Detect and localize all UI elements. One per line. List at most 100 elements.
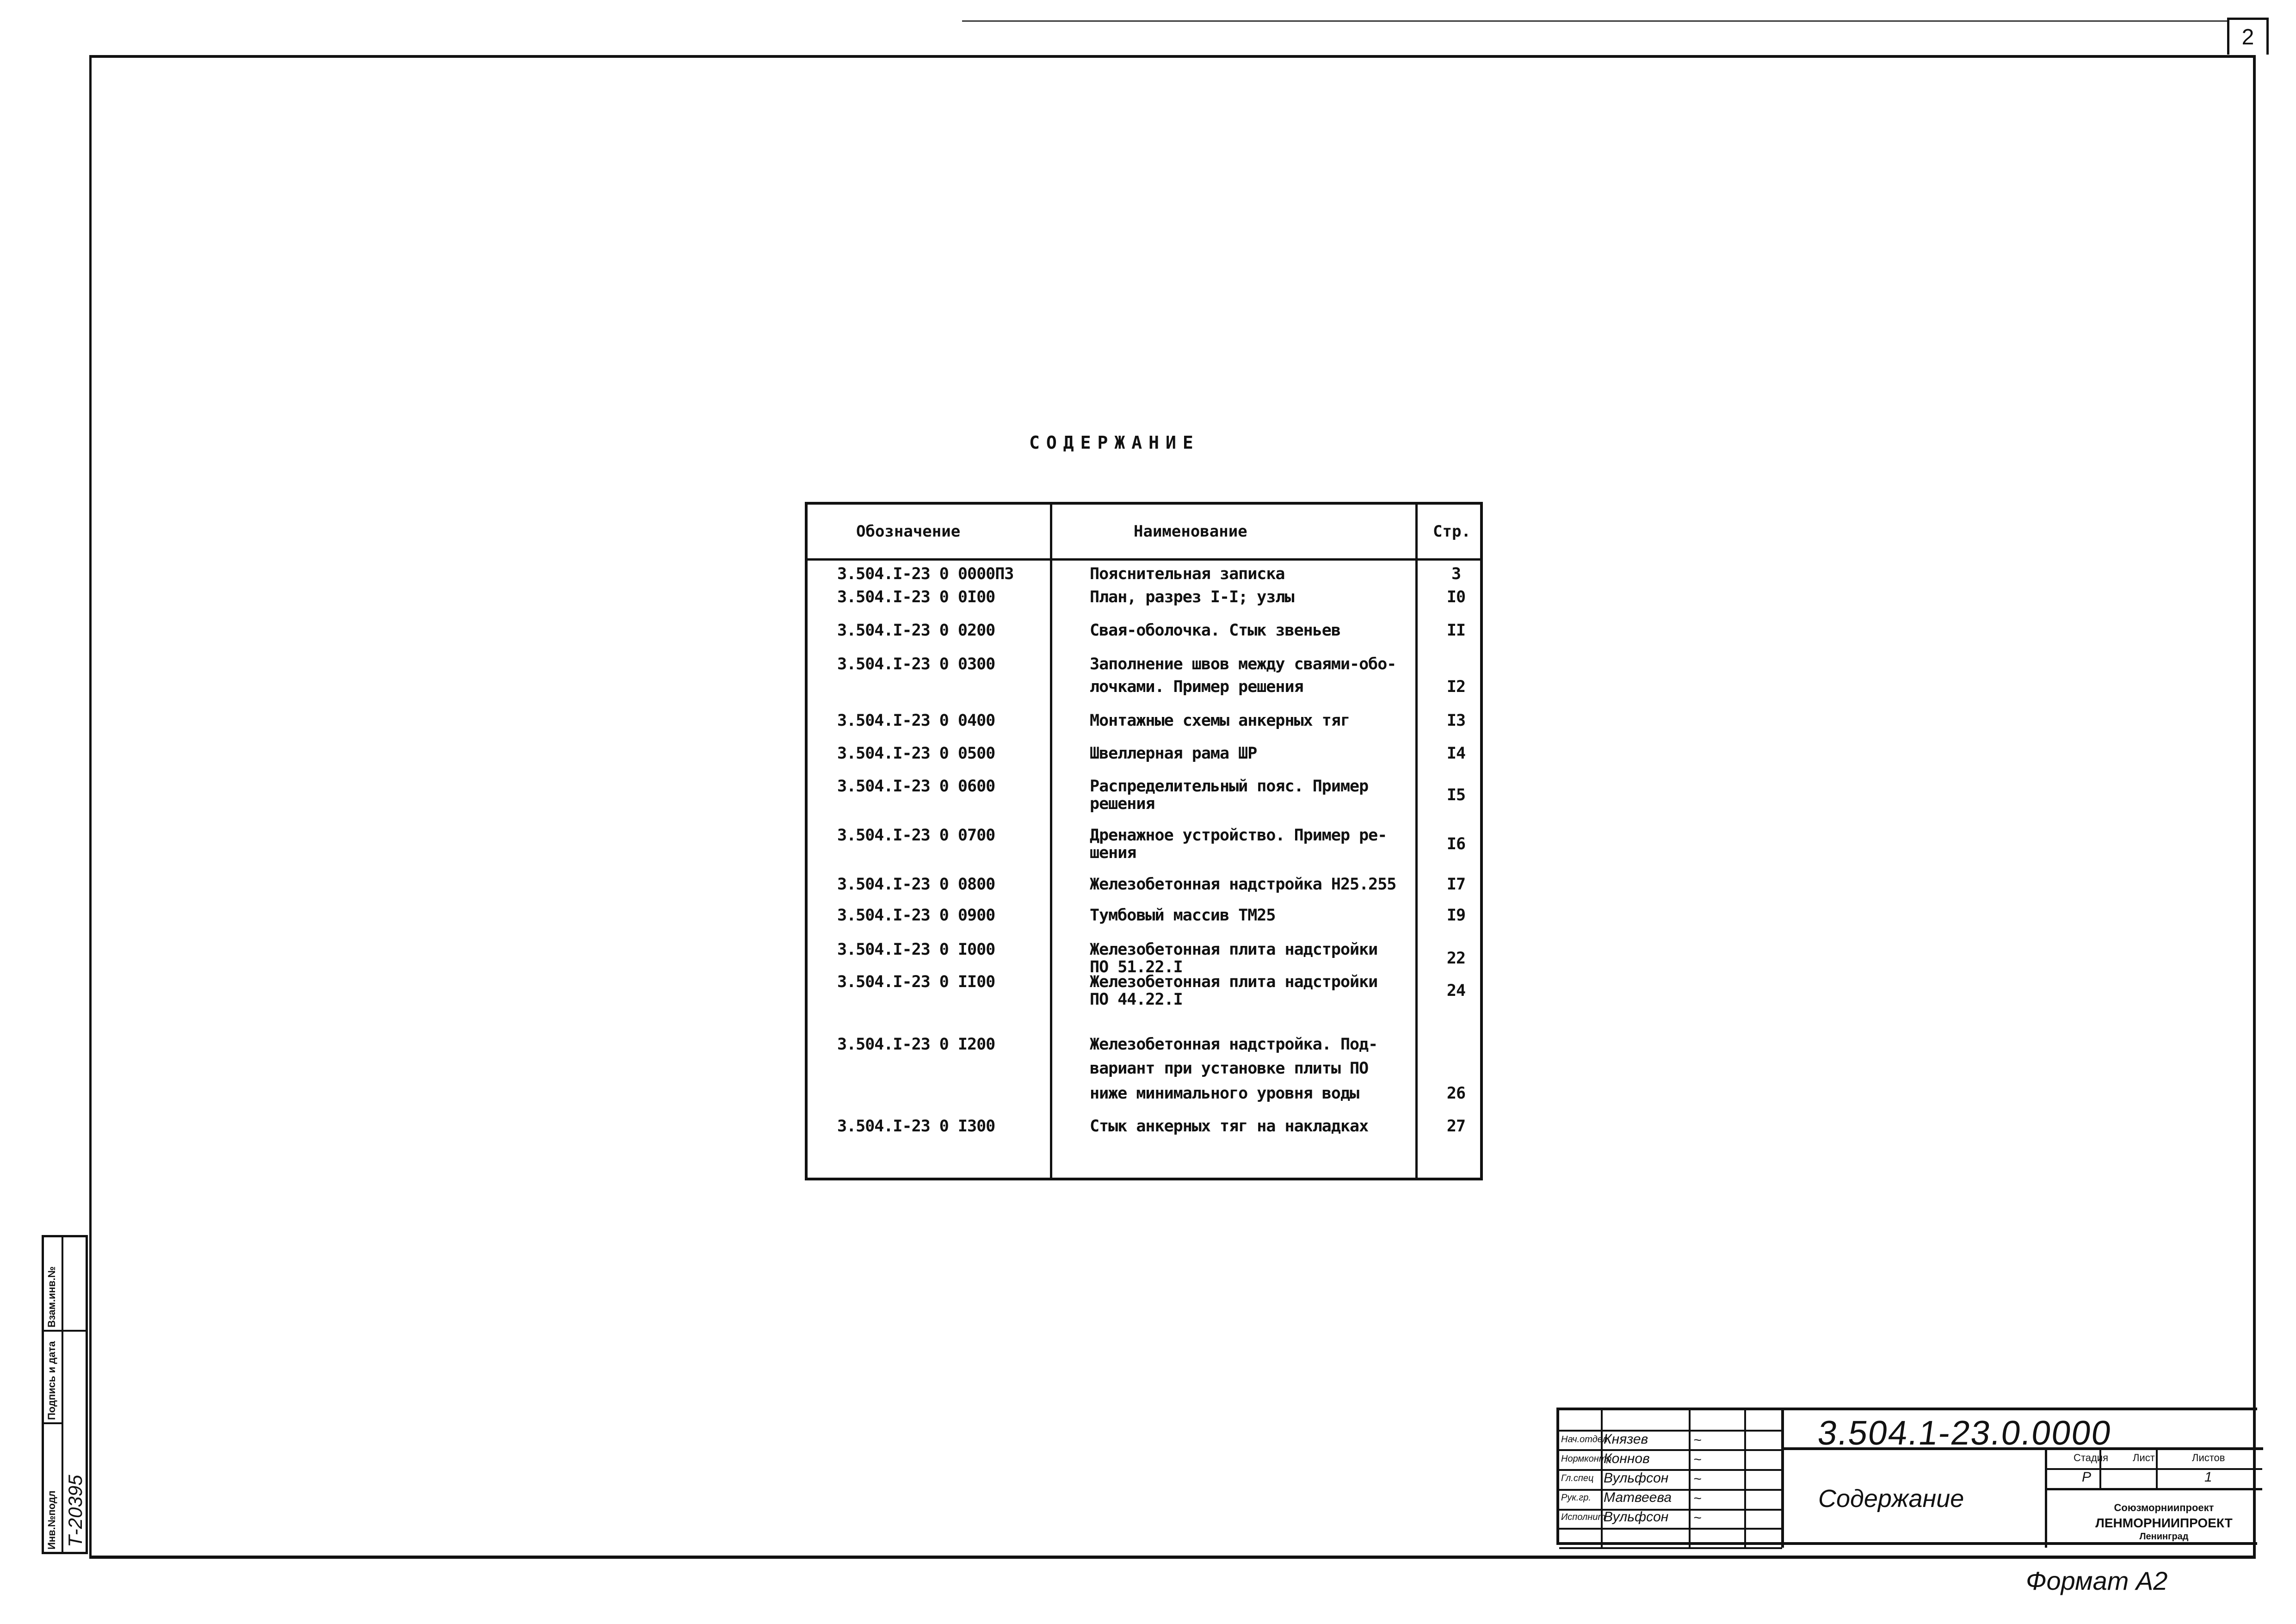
sheet-number: 2 bbox=[2227, 18, 2269, 55]
title-block-line bbox=[1689, 1410, 1691, 1548]
stamp-label-signature: Подпись и дата bbox=[46, 1341, 57, 1420]
title-block-line bbox=[2045, 1468, 2262, 1470]
title-block-line bbox=[1559, 1469, 1782, 1471]
row-designation: 3.504.I-23 0 0000ПЗ bbox=[837, 565, 1014, 583]
row-page: I9 bbox=[1446, 906, 1466, 925]
sheets-label: Листов bbox=[2192, 1452, 2225, 1463]
title-block-line bbox=[1744, 1410, 1746, 1548]
row-designation: 3.504.I-23 0 0500 bbox=[837, 744, 995, 763]
stage-label: Стадия bbox=[2074, 1452, 2108, 1463]
row-page: II bbox=[1446, 621, 1466, 640]
designation: 3.504.1-23.0.0000 bbox=[1815, 1414, 2115, 1452]
row-name-line: Распределительный пояс. Пример bbox=[1090, 777, 1369, 796]
row-designation: 3.504.I-23 0 I300 bbox=[837, 1117, 995, 1136]
header-name: Наименование bbox=[1134, 522, 1247, 541]
header-divider bbox=[808, 558, 1480, 561]
sheet-label: Лист bbox=[2133, 1452, 2155, 1463]
row-page: I6 bbox=[1446, 835, 1466, 853]
signer-name: Матвеева bbox=[1604, 1490, 1672, 1505]
title-block-line bbox=[2045, 1488, 2262, 1490]
title-block-line bbox=[1781, 1410, 1784, 1548]
signer-name: Коннов bbox=[1604, 1451, 1650, 1466]
sheet-title: Содержание bbox=[1818, 1485, 1964, 1513]
title-block-line bbox=[1559, 1449, 1782, 1451]
row-page: 27 bbox=[1446, 1117, 1466, 1136]
row-designation: 3.504.I-23 0 0800 bbox=[837, 875, 995, 894]
signer-role: Гл.спец bbox=[1561, 1473, 1594, 1483]
title-block-line bbox=[1559, 1547, 1782, 1549]
title-block-line bbox=[1559, 1528, 1782, 1530]
row-name-line: решения bbox=[1090, 795, 1155, 813]
stamp-label-inventory: Инв.№подл bbox=[46, 1490, 57, 1550]
row-name-line: ПО 44.22.I bbox=[1090, 990, 1183, 1009]
sheet-top-edge bbox=[962, 20, 2229, 22]
row-name-line: Швеллерная рама ШР bbox=[1090, 744, 1257, 763]
row-page: I4 bbox=[1446, 744, 1466, 763]
row-designation: 3.504.I-23 0 0I00 bbox=[837, 588, 995, 606]
title-block-line bbox=[1559, 1489, 1782, 1491]
signature-mark: ~ bbox=[1693, 1452, 1702, 1467]
signature-mark: ~ bbox=[1693, 1471, 1702, 1487]
row-page: 3 bbox=[1451, 565, 1461, 583]
row-name-line: Тумбовый массив ТМ25 bbox=[1090, 906, 1276, 925]
signer-name: Вульфсон bbox=[1604, 1470, 1669, 1486]
row-name-line: ПО 51.22.I bbox=[1090, 958, 1183, 976]
signer-role: Рук.гр. bbox=[1561, 1493, 1591, 1503]
row-page: I7 bbox=[1446, 875, 1466, 894]
row-designation: 3.504.I-23 0 0400 bbox=[837, 711, 995, 730]
title-block-line bbox=[1559, 1430, 1782, 1432]
header-designation: Обозначение bbox=[856, 522, 961, 541]
row-designation: 3.504.I-23 0 I000 bbox=[837, 940, 995, 959]
column-divider bbox=[1415, 505, 1418, 1178]
row-name-line: вариант при установке плиты ПО bbox=[1090, 1059, 1369, 1078]
row-designation: 3.504.I-23 0 I200 bbox=[837, 1035, 995, 1054]
title-block-line bbox=[2099, 1447, 2101, 1489]
row-page: 24 bbox=[1446, 982, 1466, 1000]
row-name-line: Заполнение швов между сваями-обо- bbox=[1090, 655, 1396, 673]
stage-value: Р bbox=[2082, 1470, 2092, 1485]
row-page: 22 bbox=[1446, 949, 1466, 968]
side-stamp: Инв.№подл Подпись и дата Взам.инв.№ Т-20… bbox=[42, 1235, 88, 1554]
row-name-line: План, разрез I-I; узлы bbox=[1090, 588, 1295, 606]
row-name-line: Пояснительная записка bbox=[1090, 565, 1285, 583]
row-name-line: Железобетонная плита надстройки bbox=[1090, 940, 1378, 959]
row-designation: 3.504.I-23 0 0200 bbox=[837, 621, 995, 640]
row-name-line: Железобетонная надстройка Н25.255 bbox=[1090, 875, 1396, 894]
row-name-line: Железобетонная плита надстройки bbox=[1090, 973, 1378, 991]
contents-table: Обозначение Наименование Стр. 3.504.I-23… bbox=[805, 502, 1483, 1180]
row-name-line: ниже минимального уровня воды bbox=[1090, 1084, 1359, 1103]
signer-role: Нормконтр bbox=[1561, 1454, 1612, 1464]
title-block-line bbox=[1782, 1447, 2263, 1450]
org-city: Ленинград bbox=[2139, 1531, 2189, 1542]
title-block-line bbox=[1601, 1410, 1603, 1548]
org-parent: Союзморниипроект bbox=[2114, 1502, 2214, 1513]
title-block-line bbox=[2156, 1447, 2158, 1489]
row-page: 26 bbox=[1446, 1084, 1466, 1103]
stamp-divider bbox=[62, 1237, 63, 1552]
signature-mark: ~ bbox=[1693, 1491, 1702, 1506]
row-page: I3 bbox=[1446, 711, 1466, 730]
signer-name: Вульфсон bbox=[1604, 1509, 1669, 1525]
inventory-number: Т-20395 bbox=[64, 1475, 86, 1547]
signer-name: Князев bbox=[1604, 1432, 1648, 1447]
row-name-line: Монтажные схемы анкерных тяг bbox=[1090, 711, 1350, 730]
title-block-line bbox=[1559, 1509, 1782, 1511]
format-note: Формат А2 bbox=[2026, 1566, 2168, 1595]
row-name-line: Стык анкерных тяг на накладках bbox=[1090, 1117, 1369, 1136]
row-name-line: шения bbox=[1090, 844, 1136, 862]
row-page: I2 bbox=[1446, 678, 1466, 696]
row-page: I5 bbox=[1446, 786, 1466, 804]
header-page: Стр. bbox=[1433, 522, 1471, 541]
sheets-value: 1 bbox=[2204, 1470, 2212, 1485]
stamp-divider bbox=[44, 1422, 62, 1424]
stamp-divider bbox=[44, 1330, 86, 1332]
signature-mark: ~ bbox=[1693, 1433, 1702, 1448]
org-name: ЛЕНМОРНИИПРОЕКТ bbox=[2095, 1516, 2233, 1530]
row-page: I0 bbox=[1446, 588, 1466, 606]
row-designation: 3.504.I-23 0 0300 bbox=[837, 655, 995, 673]
row-designation: 3.504.I-23 0 0700 bbox=[837, 826, 995, 845]
row-designation: 3.504.I-23 0 0600 bbox=[837, 777, 995, 796]
drawing-frame bbox=[89, 55, 2256, 1559]
signature-mark: ~ bbox=[1693, 1510, 1702, 1525]
